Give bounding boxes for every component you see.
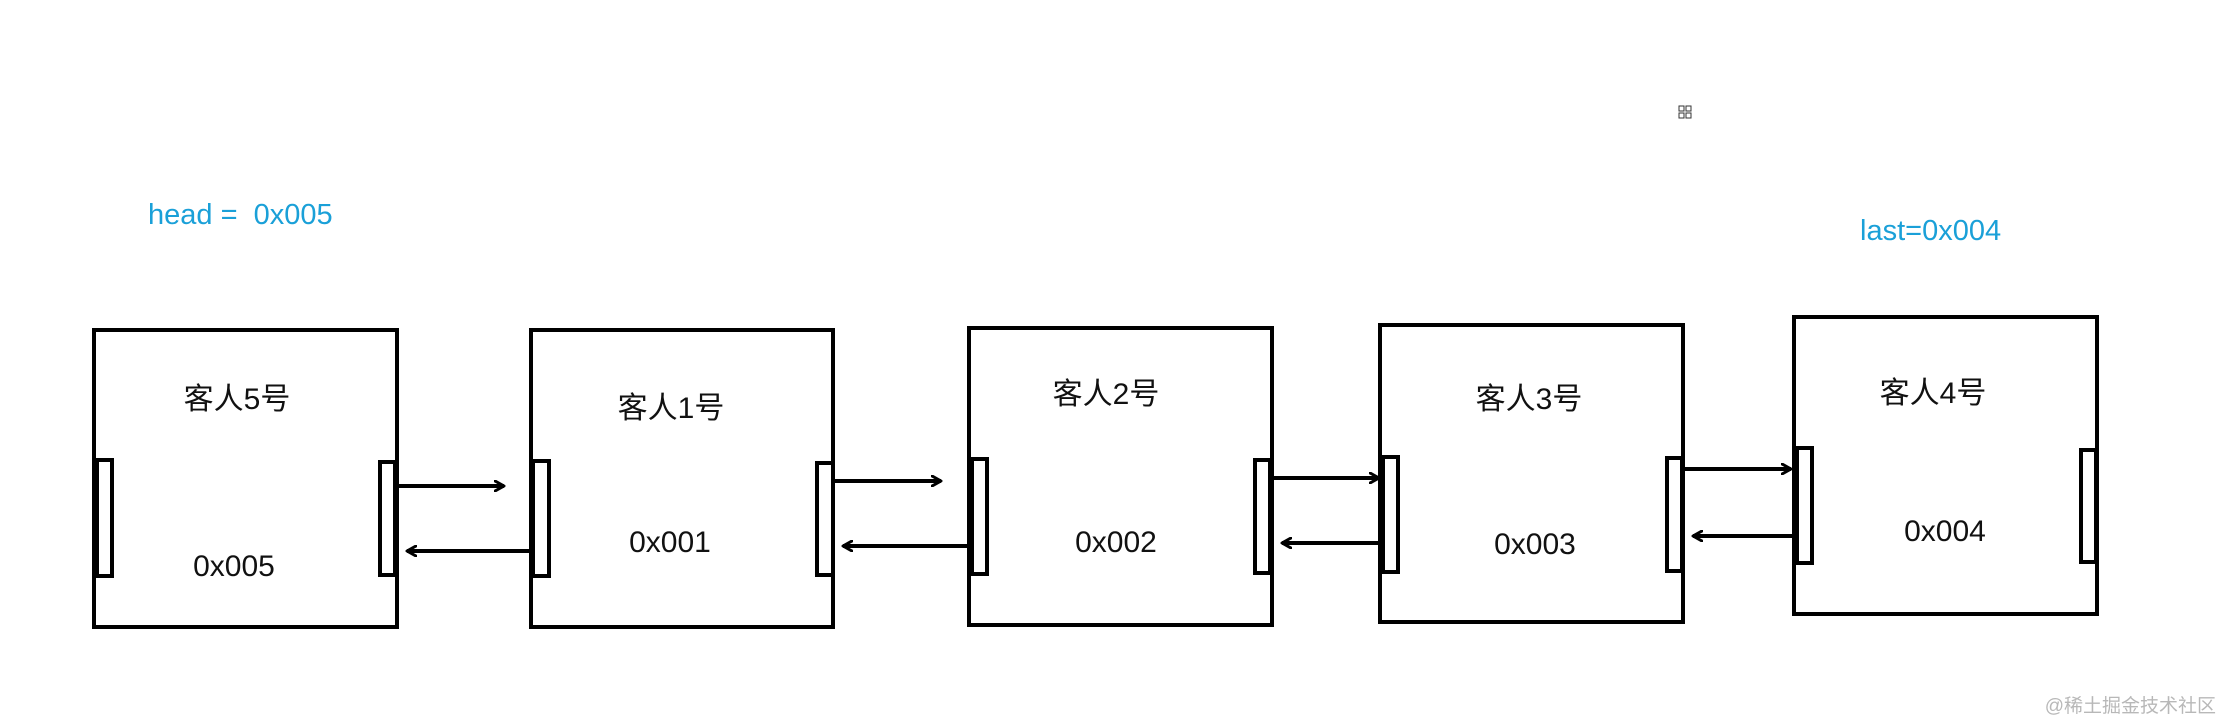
node-address: 0x003 <box>1494 528 1576 561</box>
prev-pointer-slot <box>95 458 114 578</box>
node-address: 0x002 <box>1075 526 1157 559</box>
node-address: 0x004 <box>1904 515 1986 548</box>
next-pointer-slot <box>2079 448 2098 564</box>
node-4 <box>1378 323 1685 624</box>
watermark: @稀土掘金技术社区 <box>2044 696 2216 717</box>
node-3 <box>967 326 1274 627</box>
node-title: 客人3号 <box>1475 383 1583 416</box>
node-box <box>529 328 835 629</box>
node-5 <box>1792 315 2099 616</box>
node-box <box>1792 315 2099 616</box>
prev-pointer-slot <box>970 457 989 576</box>
next-pointer-slot <box>1253 458 1272 575</box>
node-1 <box>92 328 399 629</box>
node-title: 客人4号 <box>1879 377 1987 410</box>
node-title: 客人1号 <box>617 392 725 425</box>
next-pointer-slot <box>1665 456 1684 573</box>
prev-pointer-slot <box>1795 446 1814 565</box>
node-address: 0x005 <box>193 550 275 583</box>
prev-pointer-slot <box>531 459 551 578</box>
node-box <box>1378 323 1685 624</box>
node-title: 客人5号 <box>183 383 291 416</box>
next-pointer-slot <box>815 461 835 577</box>
node-address: 0x001 <box>629 526 711 559</box>
node-box <box>967 326 1274 627</box>
node-title: 客人2号 <box>1052 378 1160 411</box>
grid-icon <box>1678 105 1692 119</box>
next-pointer-slot <box>378 460 397 577</box>
prev-pointer-slot <box>1381 455 1400 574</box>
last-pointer-label: last=0x004 <box>1860 215 2002 247</box>
head-pointer-label: head = 0x005 <box>148 199 333 231</box>
node-2 <box>529 328 835 629</box>
